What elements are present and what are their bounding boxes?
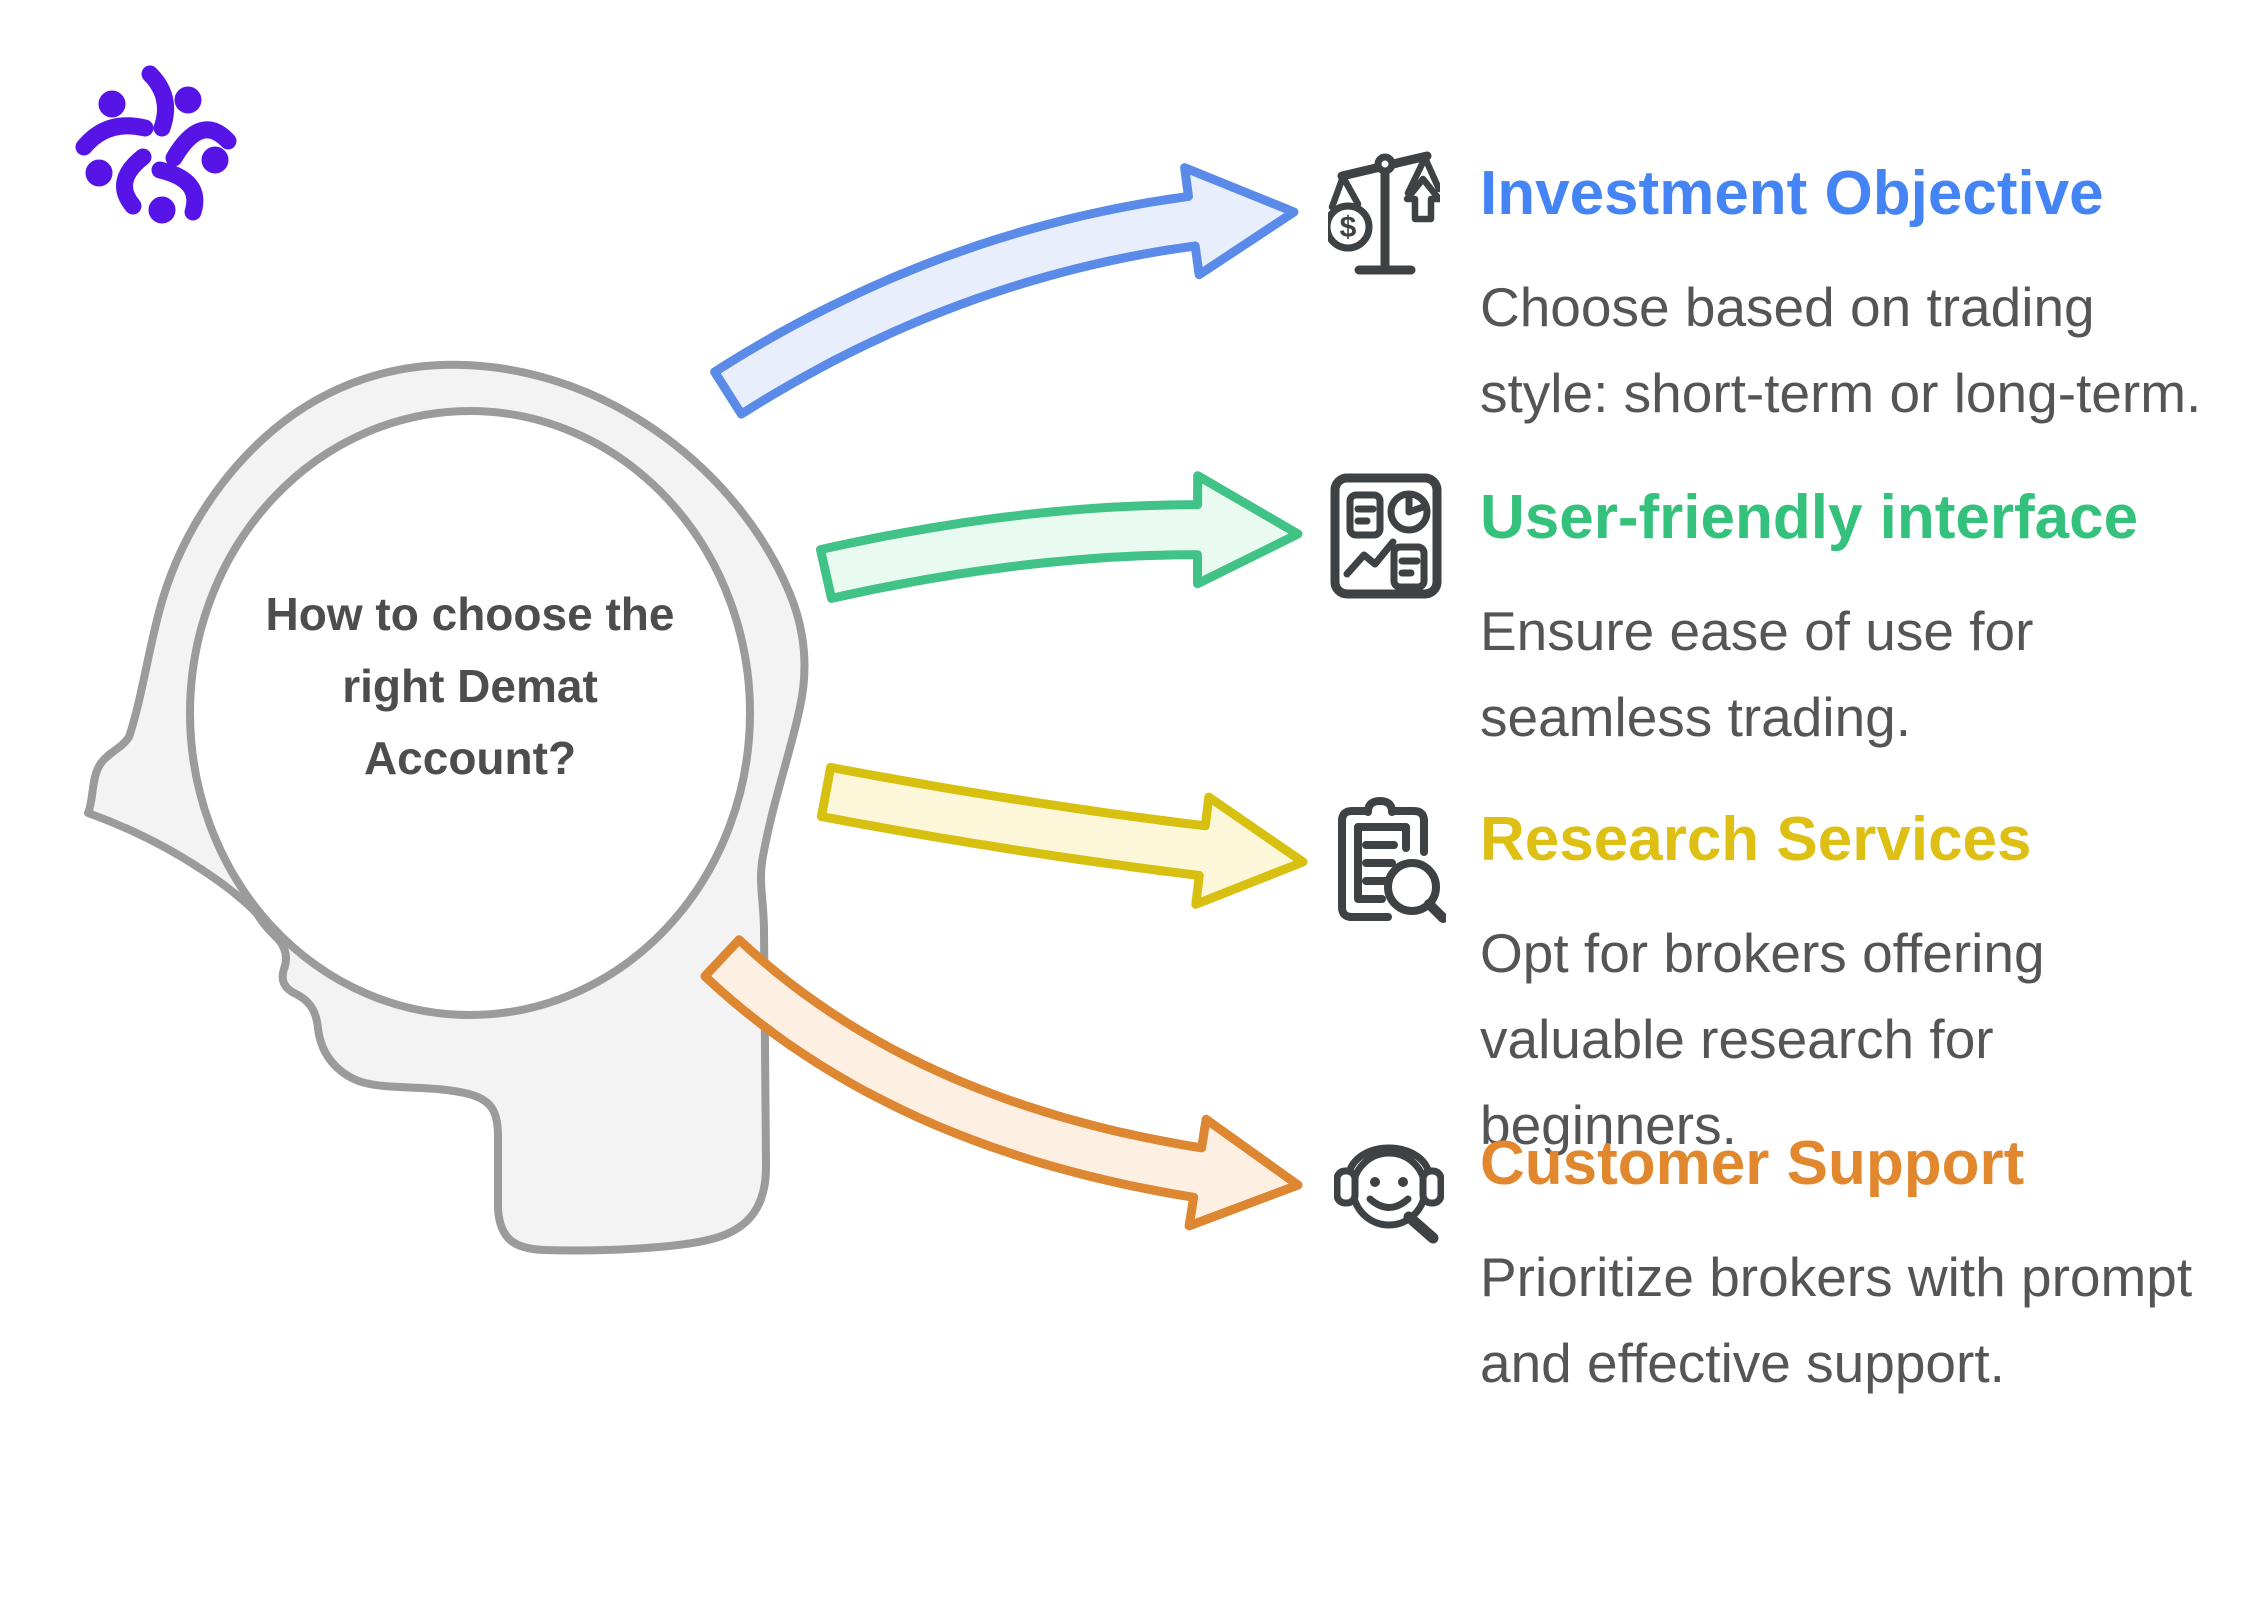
arrow-to-research-services [816,762,1308,909]
heading-customer-support: Customer Support [1480,1129,2025,1198]
brand-logo-icon [75,65,237,224]
heading-research-services: Research Services [1480,805,2032,874]
balance-scale-dollar-icon: $ [1328,151,1440,275]
arrow-to-user-friendly-interface [816,471,1303,603]
head-question-title: How to choose the right Demat Account? [265,588,675,784]
thought-bubble-circle [186,407,754,1019]
trading-dashboard-icon [1330,473,1442,599]
arrow-to-customer-support [700,935,1303,1231]
arrow-to-investment-objective [710,163,1299,419]
body-customer-support: Prioritize brokers with prompt and effec… [1480,1246,2193,1394]
heading-user-friendly-interface: User-friendly interface [1480,483,2139,552]
support-headset-icon [1334,1144,1444,1244]
body-research-services: Opt for brokers offering valuable resear… [1480,922,2045,1156]
heading-investment-objective: Investment Objective [1480,159,2104,228]
arrows-layer [700,163,1308,1231]
body-investment-objective: Choose based on trading style: short-ter… [1480,276,2202,424]
body-user-friendly-interface: Ensure ease of use for seamless trading. [1480,600,2034,748]
research-clipboard-magnifier-icon [1338,797,1446,923]
head-silhouette [84,360,809,1255]
svg-text:$: $ [1340,211,1357,244]
